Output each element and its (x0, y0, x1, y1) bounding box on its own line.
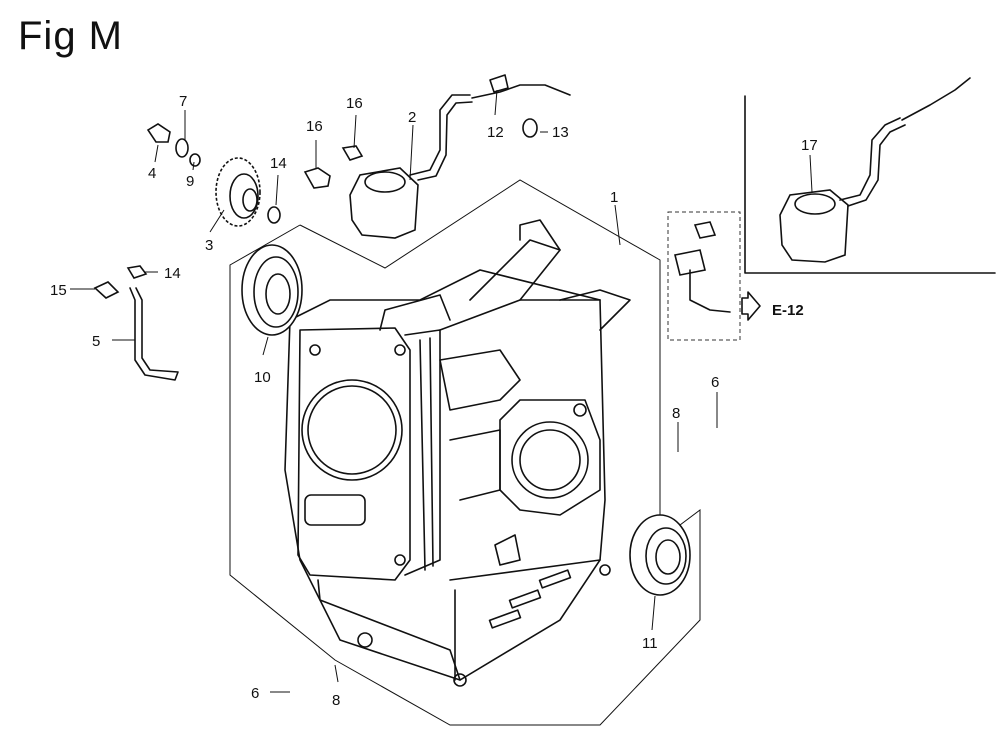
callout-17: 17 (801, 137, 818, 154)
assembly-frame (229, 179, 701, 726)
callout-6-bottom: 6 (251, 685, 259, 702)
reference-e12: E-12 (772, 302, 804, 319)
callout-11: 11 (642, 635, 658, 652)
callout-9: 9 (186, 173, 194, 190)
callout-4: 4 (148, 165, 156, 182)
callout-8-right: 8 (672, 405, 680, 422)
governor-small-parts (93, 123, 281, 381)
callout-14-upper: 14 (270, 155, 287, 172)
leader-lines (70, 89, 813, 693)
callout-3: 3 (205, 237, 213, 254)
bearing-part-10 (241, 244, 303, 336)
callout-15: 15 (50, 282, 67, 299)
callout-8-bottom: 8 (332, 692, 340, 709)
callout-1: 1 (610, 189, 618, 206)
crankcase-block (284, 219, 631, 687)
e12-detail-group (667, 211, 761, 341)
inset-panel (744, 77, 996, 274)
callout-7: 7 (179, 93, 187, 110)
callout-12: 12 (487, 124, 504, 141)
callout-16-left: 16 (306, 118, 323, 135)
callout-2: 2 (408, 109, 416, 126)
callout-10: 10 (254, 369, 271, 386)
callout-6-right: 6 (711, 374, 719, 391)
figure-title: Fig M (18, 14, 123, 58)
oil-seal-part-11 (629, 514, 691, 596)
callout-13: 13 (552, 124, 569, 141)
callout-labels: 1 2 3 4 5 6 6 7 8 8 9 10 11 12 13 14 14 … (50, 93, 818, 709)
callout-5: 5 (92, 333, 100, 350)
callout-14-lower: 14 (164, 265, 181, 282)
governor-gear-part-3 (215, 157, 261, 227)
callout-16-right: 16 (346, 95, 363, 112)
oil-level-switch-assembly (303, 74, 571, 239)
